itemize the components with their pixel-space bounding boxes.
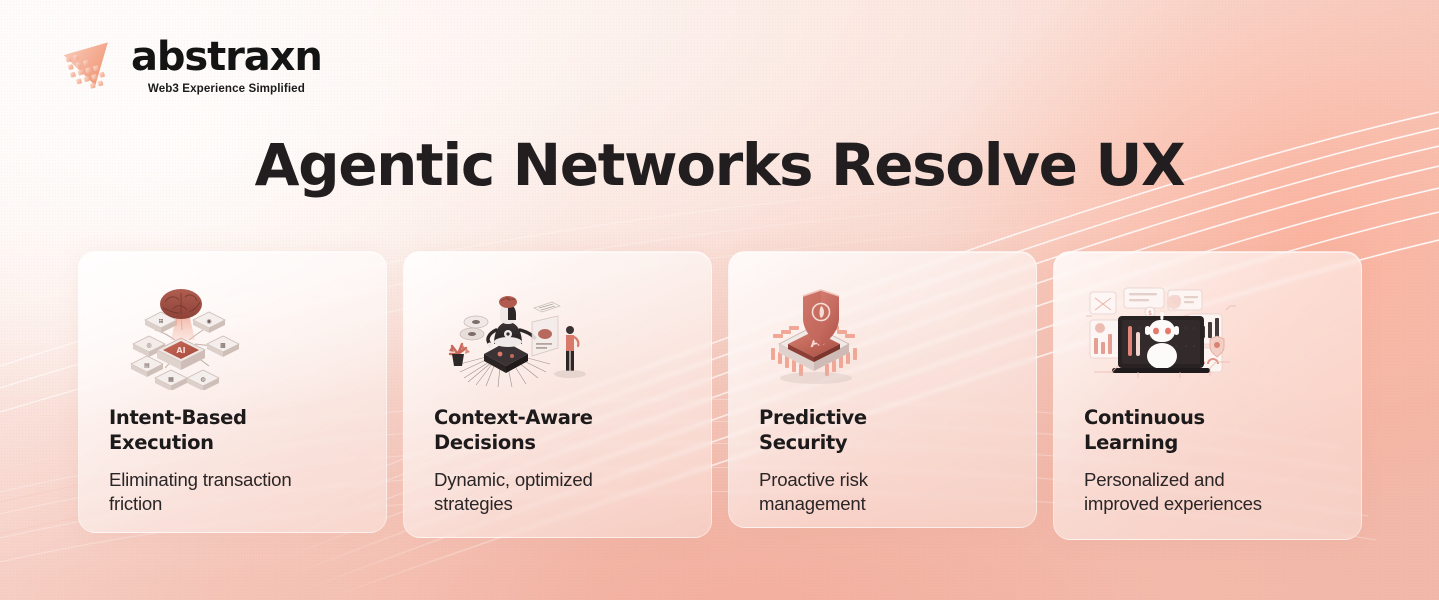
feature-card-context-aware-decisions[interactable]: Context-Aware Decisions Dynamic, optimiz… — [403, 251, 712, 538]
page-title: Agentic Networks Resolve UX — [254, 131, 1186, 199]
svg-text:⊞: ⊞ — [158, 318, 163, 325]
card-description: Personalized and improved experiences — [1084, 468, 1262, 515]
brand-logo[interactable]: abstraxn Web3 Experience Simplified — [60, 33, 323, 98]
feature-card-predictive-security[interactable]: AI Predictive Security Proactive risk ma… — [728, 251, 1037, 528]
card-title: Predictive Security — [759, 406, 867, 454]
feature-card-grid: ◎ ⊞ ▤ — [78, 251, 1362, 543]
card-description: Eliminating transaction friction — [109, 468, 292, 515]
card-description: Dynamic, optimized strategies — [434, 468, 593, 515]
abstraxn-diamond-grid-logo-icon — [60, 36, 122, 98]
brand-tagline: Web3 Experience Simplified — [147, 81, 305, 95]
svg-text:◍: ◍ — [200, 376, 205, 383]
svg-text:AI: AI — [176, 346, 185, 355]
svg-text:◎: ◎ — [146, 342, 151, 349]
svg-text:$: $ — [1148, 310, 1152, 317]
brain-chip-network-icon: ◎ ⊞ ▤ — [109, 286, 360, 390]
svg-text:◉: ◉ — [206, 318, 211, 325]
feature-card-continuous-learning[interactable]: $ $ — [1053, 251, 1362, 540]
robot-laptop-dashboard-icon: $ $ — [1084, 286, 1335, 390]
brand-name: abstraxn — [131, 33, 323, 80]
card-title: Context-Aware Decisions — [434, 406, 593, 454]
robot-workstation-analytics-icon — [434, 286, 685, 390]
svg-text:▩: ▩ — [220, 342, 226, 349]
card-title: Continuous Learning — [1084, 406, 1205, 454]
card-title: Intent-Based Execution — [109, 406, 247, 454]
shield-ai-chip-icon: AI — [759, 286, 1010, 390]
svg-text:▦: ▦ — [168, 376, 174, 383]
svg-text:▤: ▤ — [144, 362, 150, 369]
feature-card-intent-based-execution[interactable]: ◎ ⊞ ▤ — [78, 251, 387, 533]
card-description: Proactive risk management — [759, 468, 868, 515]
